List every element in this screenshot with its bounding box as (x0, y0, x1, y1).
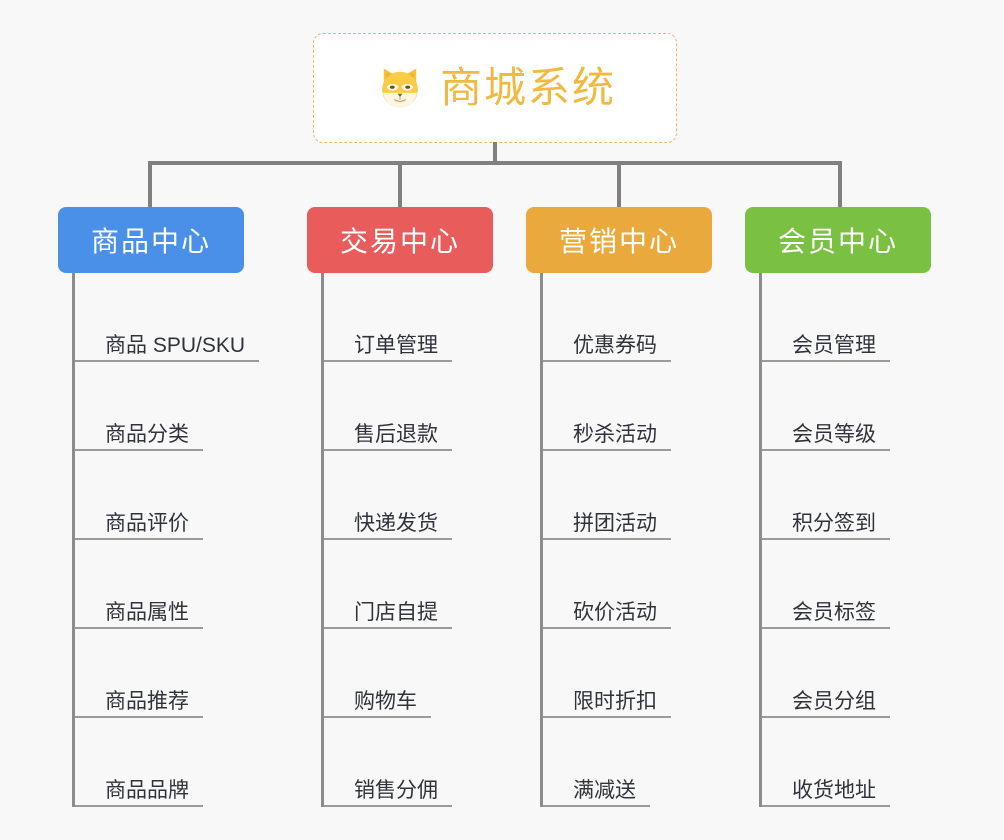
list-item[interactable]: 商品分类 (75, 362, 259, 451)
category-header-marketing-center[interactable]: 营销中心 (526, 207, 712, 273)
leaf-label: 收货地址 (792, 779, 876, 802)
category-header-trade-center[interactable]: 交易中心 (307, 207, 493, 273)
leaf-underline (762, 449, 890, 451)
branch-trunk-product-center: 商品 SPU/SKU 商品分类 商品评价 商品属性 商品推荐 商品品牌 (72, 273, 259, 807)
list-item[interactable]: 商品品牌 (75, 718, 259, 807)
leaf-underline (324, 360, 452, 362)
list-item[interactable]: 商品评价 (75, 451, 259, 540)
list-item[interactable]: 会员等级 (762, 362, 931, 451)
list-item[interactable]: 会员分组 (762, 629, 931, 718)
list-item[interactable]: 购物车 (324, 629, 493, 718)
list-item[interactable]: 拼团活动 (543, 451, 712, 540)
leaf-label: 商品 SPU/SKU (105, 334, 246, 357)
leaf-underline (75, 627, 203, 629)
leaf-underline (543, 360, 671, 362)
category-header-product-center[interactable]: 商品中心 (58, 207, 244, 273)
leaf-underline (324, 627, 452, 629)
leaf-label: 会员分组 (792, 690, 876, 713)
leaf-label: 门店自提 (354, 601, 438, 624)
leaf-label: 会员标签 (792, 601, 876, 624)
list-item[interactable]: 订单管理 (324, 273, 493, 362)
leaf-underline (75, 449, 203, 451)
branch-column-trade-center: 交易中心 订单管理 售后退款 快递发货 门店自提 购物车 (307, 207, 493, 807)
leaf-underline (762, 805, 890, 807)
leaf-underline (75, 716, 203, 718)
leaf-label: 积分签到 (792, 512, 876, 535)
list-item[interactable]: 优惠券码 (543, 273, 712, 362)
leaf-underline (762, 716, 890, 718)
leaf-label: 商品推荐 (105, 690, 189, 713)
connector-drop-2 (398, 161, 402, 207)
list-item[interactable]: 限时折扣 (543, 629, 712, 718)
leaf-label: 优惠券码 (573, 334, 657, 357)
leaf-underline (324, 538, 452, 540)
branch-column-marketing-center: 营销中心 优惠券码 秒杀活动 拼团活动 砍价活动 限时折扣 (526, 207, 712, 807)
branch-column-member-center: 会员中心 会员管理 会员等级 积分签到 会员标签 会员分组 (745, 207, 931, 807)
leaf-label: 会员管理 (792, 334, 876, 357)
leaf-underline (324, 805, 452, 807)
leaf-underline (543, 716, 671, 718)
category-header-label: 营销中心 (558, 226, 679, 257)
list-item[interactable]: 门店自提 (324, 540, 493, 629)
leaf-underline (543, 805, 650, 807)
list-item[interactable]: 商品 SPU/SKU (75, 273, 259, 362)
branch-trunk-marketing-center: 优惠券码 秒杀活动 拼团活动 砍价活动 限时折扣 满减送 (540, 273, 712, 807)
leaf-underline (75, 360, 259, 362)
leaf-underline (762, 627, 890, 629)
leaf-label: 快递发货 (354, 512, 438, 535)
category-header-label: 会员中心 (777, 226, 898, 257)
list-item[interactable]: 销售分佣 (324, 718, 493, 807)
leaf-underline (324, 449, 452, 451)
list-item[interactable]: 积分签到 (762, 451, 931, 540)
category-header-label: 交易中心 (339, 226, 460, 257)
leaf-underline (762, 360, 890, 362)
leaf-label: 售后退款 (354, 423, 438, 446)
connector-root-stem (493, 142, 497, 164)
list-item[interactable]: 收货地址 (762, 718, 931, 807)
leaf-underline (543, 627, 671, 629)
branch-trunk-trade-center: 订单管理 售后退款 快递发货 门店自提 购物车 销售分佣 (321, 273, 493, 807)
leaf-label: 购物车 (354, 690, 417, 713)
shiba-dog-emoji-icon (382, 68, 418, 110)
leaf-underline (75, 538, 203, 540)
category-header-label: 商品中心 (90, 226, 211, 257)
connector-drop-4 (838, 161, 842, 207)
list-item[interactable]: 会员管理 (762, 273, 931, 362)
leaf-underline (75, 805, 203, 807)
branch-column-product-center: 商品中心 商品 SPU/SKU 商品分类 商品评价 商品属性 商品推荐 (58, 207, 259, 807)
leaf-label: 拼团活动 (573, 512, 657, 535)
leaf-label: 商品属性 (105, 601, 189, 624)
list-item[interactable]: 商品属性 (75, 540, 259, 629)
leaf-underline (543, 538, 671, 540)
list-item[interactable]: 满减送 (543, 718, 712, 807)
category-header-member-center[interactable]: 会员中心 (745, 207, 931, 273)
leaf-underline (543, 449, 671, 451)
list-item[interactable]: 快递发货 (324, 451, 493, 540)
leaf-label: 满减送 (573, 779, 636, 802)
leaf-label: 订单管理 (354, 334, 438, 357)
branch-trunk-member-center: 会员管理 会员等级 积分签到 会员标签 会员分组 收货地址 (759, 273, 931, 807)
list-item[interactable]: 秒杀活动 (543, 362, 712, 451)
connector-drop-1 (148, 161, 152, 207)
list-item[interactable]: 会员标签 (762, 540, 931, 629)
leaf-label: 商品分类 (105, 423, 189, 446)
leaf-underline (324, 716, 431, 718)
leaf-label: 商品品牌 (105, 779, 189, 802)
list-item[interactable]: 砍价活动 (543, 540, 712, 629)
leaf-label: 限时折扣 (573, 690, 657, 713)
leaf-label: 秒杀活动 (573, 423, 657, 446)
leaf-label: 会员等级 (792, 423, 876, 446)
leaf-label: 销售分佣 (354, 779, 438, 802)
list-item[interactable]: 售后退款 (324, 362, 493, 451)
root-node-label: 商城系统 (439, 64, 616, 111)
leaf-underline (762, 538, 890, 540)
connector-drop-3 (617, 161, 621, 207)
connector-horizontal-bus (148, 161, 842, 165)
list-item[interactable]: 商品推荐 (75, 629, 259, 718)
leaf-label: 砍价活动 (573, 601, 657, 624)
root-node-mall-system[interactable]: 商城系统 (313, 33, 677, 143)
leaf-label: 商品评价 (105, 512, 189, 535)
